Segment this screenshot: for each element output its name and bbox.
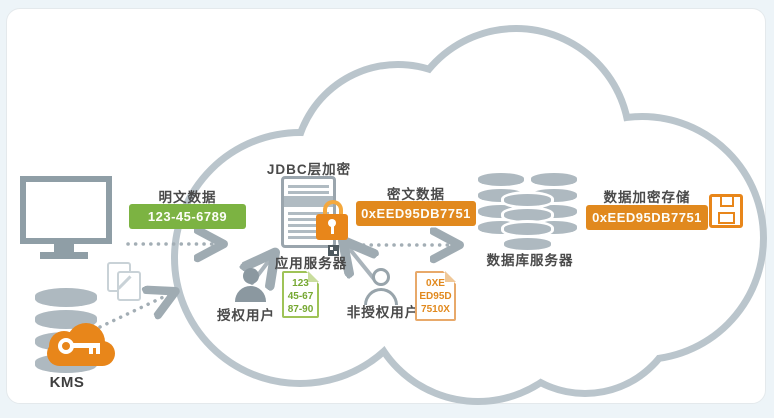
arrow-kms-to-cloud (98, 292, 174, 329)
note-line: 123 (292, 278, 309, 289)
plaintext-label: 明文数据 (158, 190, 217, 205)
app-server-label: 应用服务器 (274, 256, 348, 271)
user-filled-icon (243, 268, 259, 284)
db-server-label: 数据库服务器 (486, 253, 574, 268)
ciphertext-value-box: 0xEED95DB7751 (356, 201, 476, 226)
unauthorized-user-note: 0XE ED95D 7510X (415, 271, 456, 321)
monitor-base (40, 252, 88, 259)
padlock-icon (316, 214, 348, 240)
database-stack-icon (504, 194, 551, 250)
ciphertext-label: 密文数据 (387, 187, 445, 202)
authorized-user-label: 授权用户 (217, 308, 275, 323)
encrypted-storage-label: 数据加密存储 (603, 190, 691, 205)
monitor-icon (20, 176, 112, 244)
plaintext-value-box: 123-45-6789 (129, 204, 246, 229)
note-line: ED95D (419, 291, 452, 302)
note-line: 87-90 (287, 304, 314, 315)
note-line: 0XE (426, 278, 445, 289)
padlock-shackle-icon (323, 200, 343, 218)
floppy-disk-icon (709, 194, 743, 228)
authorized-user-note: 123 45-67 87-90 (282, 271, 319, 318)
user-outline-icon (372, 268, 390, 286)
jdbc-encryption-label: JDBC层加密 (266, 162, 352, 177)
encrypted-storage-value-box: 0xEED95DB7751 (586, 205, 708, 230)
kms-label: KMS (49, 374, 85, 391)
note-line: 45-67 (287, 291, 314, 302)
arrow-unauthorized-to-appserver (344, 242, 374, 281)
note-line: 7510X (421, 304, 450, 315)
key-icon (58, 338, 74, 354)
key-cloud-icon (47, 321, 115, 367)
qr-badge-icon (328, 245, 339, 256)
monitor-stand (54, 244, 74, 252)
unauthorized-user-label: 非授权用户 (346, 305, 420, 320)
